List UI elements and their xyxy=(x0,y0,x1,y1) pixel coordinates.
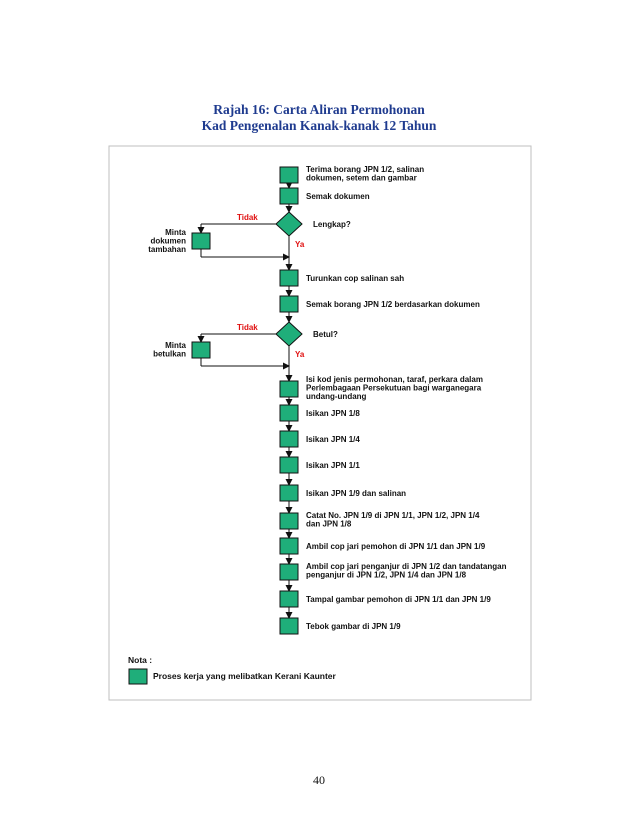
process-box-step-7 xyxy=(279,430,299,448)
step-11-text-line-1: Ambil cop jari pemohon di JPN 1/1 dan JP… xyxy=(306,542,486,551)
step-3-text-line-1: Turunkan cop salinan sah xyxy=(306,274,404,283)
step-5-text-line-2: Perlembagaan Persekutuan bagi warganegar… xyxy=(306,384,482,393)
process-box-step-12 xyxy=(279,563,299,581)
process-box-step-11 xyxy=(279,537,299,555)
process-box-step-4 xyxy=(279,295,299,313)
decision-1-no-label: Tidak xyxy=(237,213,258,222)
step-9-text-line-1: Isikan JPN 1/9 dan salinan xyxy=(306,489,406,498)
chart-title-line-2: Kad Pengenalan Kanak-kanak 12 Tahun xyxy=(201,118,437,133)
process-box-step-6 xyxy=(279,404,299,422)
decision-2-no-label: Tidak xyxy=(237,323,258,332)
side-1-text-line-2: dokumen xyxy=(150,237,186,246)
flow-connectors xyxy=(197,182,293,619)
side-2-text-line-1: Minta xyxy=(165,341,186,350)
step-12-text-line-1: Ambil cop jari penganjur di JPN 1/2 dan … xyxy=(306,562,507,571)
decision-1-question: Lengkap? xyxy=(313,220,351,229)
page-number: 40 xyxy=(313,773,325,787)
side-1-text-line-1: Minta xyxy=(165,228,186,237)
decision-2-question: Betul? xyxy=(313,330,338,339)
decision-diamond-2 xyxy=(275,321,303,347)
step-1-text-line-1: Terima borang JPN 1/2, salinan xyxy=(306,165,424,174)
step-7-text-line-1: Isikan JPN 1/4 xyxy=(306,435,360,444)
process-box-step-3 xyxy=(279,269,299,287)
diagram-frame xyxy=(108,145,532,701)
step-1-text-line-2: dokumen, setem dan gambar xyxy=(306,174,417,183)
process-box-step-10 xyxy=(279,512,299,530)
process-box-step-5 xyxy=(279,380,299,398)
side-2-text-line-2: betulkan xyxy=(153,350,186,359)
process-box-step-13 xyxy=(279,590,299,608)
legend-heading: Nota : xyxy=(128,655,152,665)
legend-item-text: Proses kerja yang melibatkan Kerani Kaun… xyxy=(153,671,337,681)
process-box-side-2 xyxy=(191,341,211,359)
process-box-side-1 xyxy=(191,232,211,250)
decision-2-yes-label: Ya xyxy=(295,350,305,359)
process-box-step-14 xyxy=(279,617,299,635)
process-box-step-9 xyxy=(279,484,299,502)
chart-title-line-1: Rajah 16: Carta Aliran Permohonan xyxy=(213,102,425,117)
decision-diamond-1 xyxy=(275,211,303,237)
side-1-text-line-3: tambahan xyxy=(148,245,186,254)
step-4-text-line-1: Semak borang JPN 1/2 berdasarkan dokumen xyxy=(306,300,480,309)
process-box-step-2 xyxy=(279,187,299,205)
decision-1-yes-label: Ya xyxy=(295,240,305,249)
step-12-text-line-2: penganjur di JPN 1/2, JPN 1/4 dan JPN 1/… xyxy=(306,571,467,580)
step-2-text-line-1: Semak dokumen xyxy=(306,192,370,201)
flow-nodes xyxy=(128,166,303,685)
step-10-text-line-2: dan JPN 1/8 xyxy=(306,520,352,529)
legend-process-box xyxy=(128,668,148,685)
step-6-text-line-1: Isikan JPN 1/8 xyxy=(306,409,360,418)
step-8-text-line-1: Isikan JPN 1/1 xyxy=(306,461,360,470)
step-5-text-line-1: Isi kod jenis permohonan, taraf, perkara… xyxy=(306,375,483,384)
step-13-text-line-1: Tampal gambar pemohon di JPN 1/1 dan JPN… xyxy=(306,595,491,604)
step-5-text-line-3: undang-undang xyxy=(306,392,367,401)
process-box-step-1 xyxy=(279,166,299,184)
step-10-text-line-1: Catat No. JPN 1/9 di JPN 1/1, JPN 1/2, J… xyxy=(306,511,480,520)
process-box-step-8 xyxy=(279,456,299,474)
step-14-text-line-1: Tebok gambar di JPN 1/9 xyxy=(306,622,401,631)
